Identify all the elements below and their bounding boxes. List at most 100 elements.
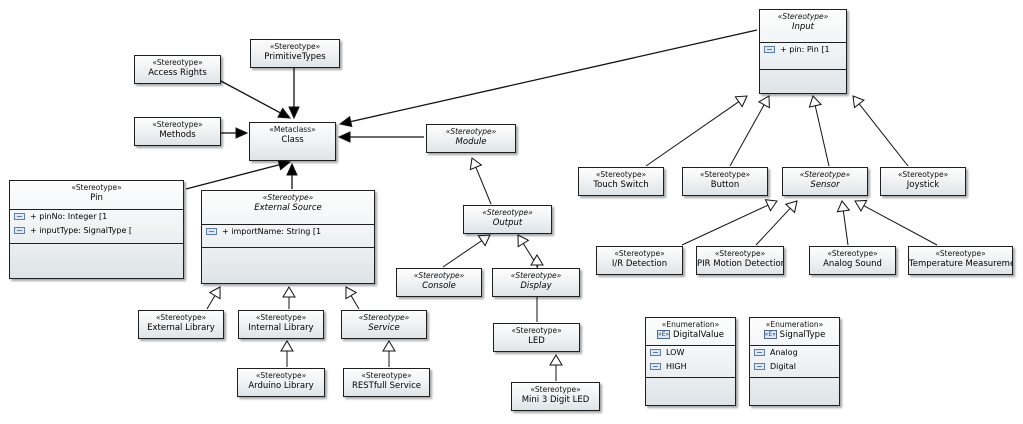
stereotype-restfull-service[interactable]: «Stereotype»RESTfull Service (343, 368, 430, 397)
property-icon (764, 46, 775, 53)
stereotype-label: «Stereotype» (614, 249, 665, 258)
class-name: Button (710, 180, 740, 190)
class-header: «Stereotype»Methods (135, 118, 220, 141)
stereotype-pir-motion-detection[interactable]: «Stereotype»PIR Motion Detection (696, 246, 784, 275)
enumeration-name: DigitalValue (673, 330, 724, 340)
stereotype-analog-sound[interactable]: «Stereotype»Analog Sound (809, 246, 896, 275)
stereotype-label: «Stereotype» (445, 127, 497, 136)
generalization-mini-3-digit-led-to-led (549, 354, 563, 381)
class-header: «Stereotype»LED (494, 324, 579, 347)
class-header: «Stereotype»Analog Sound (810, 247, 895, 270)
stereotype-sensor[interactable]: «Stereotype»Sensor (782, 167, 868, 196)
stereotype-label: «Stereotype» (255, 313, 307, 322)
stereotype-primitive-types[interactable]: «Stereotype»PrimitiveTypes (250, 39, 340, 68)
class-name: Service (368, 323, 400, 333)
generalization-service-to-external-source (345, 286, 360, 310)
class-header: «Stereotype»Module (427, 125, 515, 148)
stereotype-label: «Enumeration» (661, 320, 720, 329)
stereotype-label: «Stereotype» (255, 371, 307, 380)
stereotype-led[interactable]: «Stereotype»LED (493, 323, 580, 352)
class-header: «Stereotype»Mini 3 Digit LED (512, 383, 599, 406)
literal-text: Digital (770, 362, 796, 371)
literal-icon (754, 363, 765, 370)
stereotype-ir-detection[interactable]: «Stereotype»I/R Detection (596, 246, 683, 275)
stereotype-access-rights[interactable]: «Stereotype»Access Rights (134, 55, 221, 84)
stereotype-internal-library[interactable]: «Stereotype»Internal Library (238, 310, 324, 339)
operation-compartment (202, 247, 374, 283)
stereotype-button[interactable]: «Stereotype»Button (682, 167, 768, 196)
attribute-row[interactable]: + pin: Pin [1 (760, 43, 846, 57)
stereotype-label: «Stereotype» (358, 313, 410, 322)
class-name: PrimitiveTypes (264, 52, 326, 62)
stereotype-label: «Stereotype» (155, 313, 207, 322)
stereotype-external-source[interactable]: «Stereotype»External Source+ importName:… (201, 190, 375, 284)
class-name: Input (791, 22, 814, 32)
stereotype-methods[interactable]: «Stereotype»Methods (134, 117, 221, 146)
class-name: Temperature Measurement (909, 259, 1012, 269)
stereotype-label: «Stereotype» (152, 58, 203, 67)
stereotype-label: «Stereotype» (595, 170, 647, 179)
class-name: Internal Library (248, 323, 314, 333)
generalization-touch-switch-to-input (645, 95, 748, 167)
stereotype-temperature-measurement[interactable]: «Stereotype»Temperature Measurement (908, 246, 1013, 275)
stereotype-external-library[interactable]: «Stereotype»External Library (138, 310, 224, 339)
class-name: Display (520, 281, 552, 291)
class-name: External Library (147, 323, 215, 333)
stereotype-console[interactable]: «Stereotype»Console (396, 268, 482, 297)
enumeration-icon: «E» (657, 330, 671, 339)
stereotype-joystick[interactable]: «Stereotype»Joystick (880, 167, 966, 196)
stereotype-touch-switch[interactable]: «Stereotype»Touch Switch (578, 167, 664, 196)
literal-text: Analog (770, 348, 798, 357)
stereotype-label: «Stereotype» (699, 170, 751, 179)
generalization-joystick-to-input (852, 95, 909, 167)
class-name: I/R Detection (611, 259, 668, 269)
enum-literal[interactable]: Analog (750, 346, 839, 360)
stereotype-label: «Stereotype» (714, 249, 766, 258)
extension-access-rights-to-class (218, 79, 292, 119)
attribute-row[interactable]: + pinNo: Integer [1 (10, 210, 183, 224)
class-header: «Stereotype»Pin (10, 181, 183, 209)
attribute-row[interactable]: + importName: String [1 (202, 225, 374, 239)
enum-literal[interactable]: HIGH (646, 360, 735, 374)
stereotype-arduino-library[interactable]: «Stereotype»Arduino Library (237, 368, 325, 397)
class-header: «Stereotype»Internal Library (239, 311, 323, 334)
stereotype-label: «Stereotype» (897, 170, 949, 179)
stereotype-class[interactable]: «Metaclass»Class (249, 122, 336, 161)
class-header: «Stereotype»I/R Detection (597, 247, 682, 270)
stereotype-service[interactable]: «Stereotype»Service (341, 310, 427, 339)
attribute-compartment: + pin: Pin [1 (760, 42, 846, 69)
stereotype-output[interactable]: «Stereotype»Output (463, 205, 552, 234)
operation-compartment (10, 243, 183, 278)
class-header: «Stereotype»PIR Motion Detection (697, 247, 783, 270)
stereotype-label: «Stereotype» (530, 385, 581, 394)
class-name: «E»SignalType (750, 330, 839, 341)
enum-literal[interactable]: LOW (646, 346, 735, 360)
stereotype-label: «Stereotype» (482, 208, 533, 217)
class-header: «Enumeration»«E»DigitalValue (646, 318, 735, 345)
class-header: «Stereotype»External Source (202, 191, 374, 224)
literal-icon (650, 349, 661, 356)
class-header: «Stereotype»Access Rights (135, 56, 220, 79)
stereotype-module[interactable]: «Stereotype»Module (426, 124, 516, 153)
enum-literal[interactable]: Digital (750, 360, 839, 374)
class-header: «Stereotype»Console (397, 269, 481, 292)
attribute-compartment: + pinNo: Integer [1 + inputType: SignalTy… (10, 209, 183, 243)
stereotype-label: «Stereotype» (511, 326, 562, 335)
stereotype-mini-3-digit-led[interactable]: «Stereotype»Mini 3 Digit LED (511, 382, 600, 411)
stereotype-label: «Stereotype» (361, 371, 412, 380)
attribute-row[interactable]: + inputType: SignalType [ (10, 224, 183, 238)
stereotype-label: «Stereotype» (935, 249, 986, 258)
extension-external-source-to-class (286, 162, 298, 189)
stereotype-display[interactable]: «Stereotype»Display (492, 268, 580, 297)
class-header: «Stereotype»External Library (139, 311, 223, 334)
stereotype-input[interactable]: «Stereotype»Input+ pin: Pin [1 (759, 9, 847, 94)
stereotype-label: «Stereotype» (269, 42, 321, 51)
stereotype-pin[interactable]: «Stereotype»Pin+ pinNo: Integer [1 + inpu… (9, 180, 184, 279)
attribute-text: + inputType: SignalType [ (30, 226, 133, 235)
class-header: «Stereotype»Joystick (881, 168, 965, 191)
attribute-text: + pin: Pin [1 (780, 45, 830, 54)
class-header: «Stereotype»PrimitiveTypes (251, 40, 339, 63)
